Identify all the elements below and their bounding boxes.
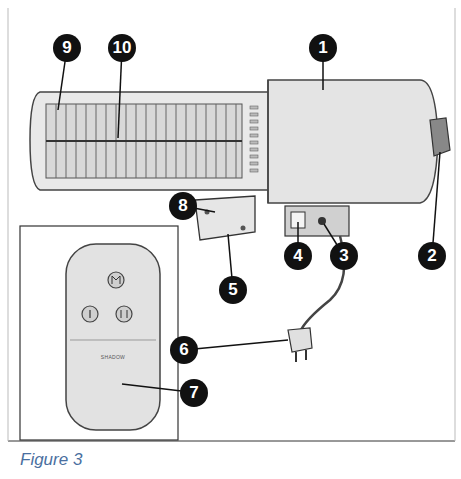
remote-button xyxy=(82,306,98,322)
remote-control xyxy=(66,244,160,430)
callout-number: 5 xyxy=(219,276,247,304)
callout-number: 8 xyxy=(169,192,197,220)
housing-seam xyxy=(267,80,269,203)
control-panel xyxy=(285,206,349,236)
border-line xyxy=(455,8,456,441)
indicator-light xyxy=(318,217,326,225)
callout-number: 9 xyxy=(53,34,81,62)
remote-button xyxy=(116,306,132,322)
vent-slots xyxy=(250,106,258,172)
callout-number: 4 xyxy=(284,242,312,270)
button-glyph xyxy=(89,310,90,318)
callout-number: 2 xyxy=(418,242,446,270)
remote-button xyxy=(108,272,124,288)
wall-bracket xyxy=(195,196,255,240)
bracket-screw xyxy=(241,226,246,231)
callout-number: 7 xyxy=(180,379,208,407)
heater-housing xyxy=(268,80,438,203)
callout-number: 1 xyxy=(309,34,337,62)
figure-caption: Figure 3 xyxy=(20,450,82,470)
heating-tube xyxy=(46,140,242,142)
plug-pin xyxy=(305,350,307,360)
button-glyph xyxy=(121,310,127,318)
border-line xyxy=(8,441,455,442)
remote-seam xyxy=(70,340,156,341)
border-line xyxy=(8,8,9,441)
brand-text: SHADOW xyxy=(101,354,125,360)
plug-pin xyxy=(295,352,297,362)
remote-inset-frame xyxy=(20,226,178,440)
button-glyph xyxy=(112,276,120,284)
side-switch xyxy=(430,118,450,156)
plug-body xyxy=(288,328,312,352)
heater-grille-body xyxy=(30,92,275,190)
callout-number: 3 xyxy=(330,242,358,270)
leader-lines xyxy=(58,48,440,392)
callout-number: 6 xyxy=(170,336,198,364)
callout-number: 10 xyxy=(108,34,136,62)
heating-element-window xyxy=(46,104,242,178)
